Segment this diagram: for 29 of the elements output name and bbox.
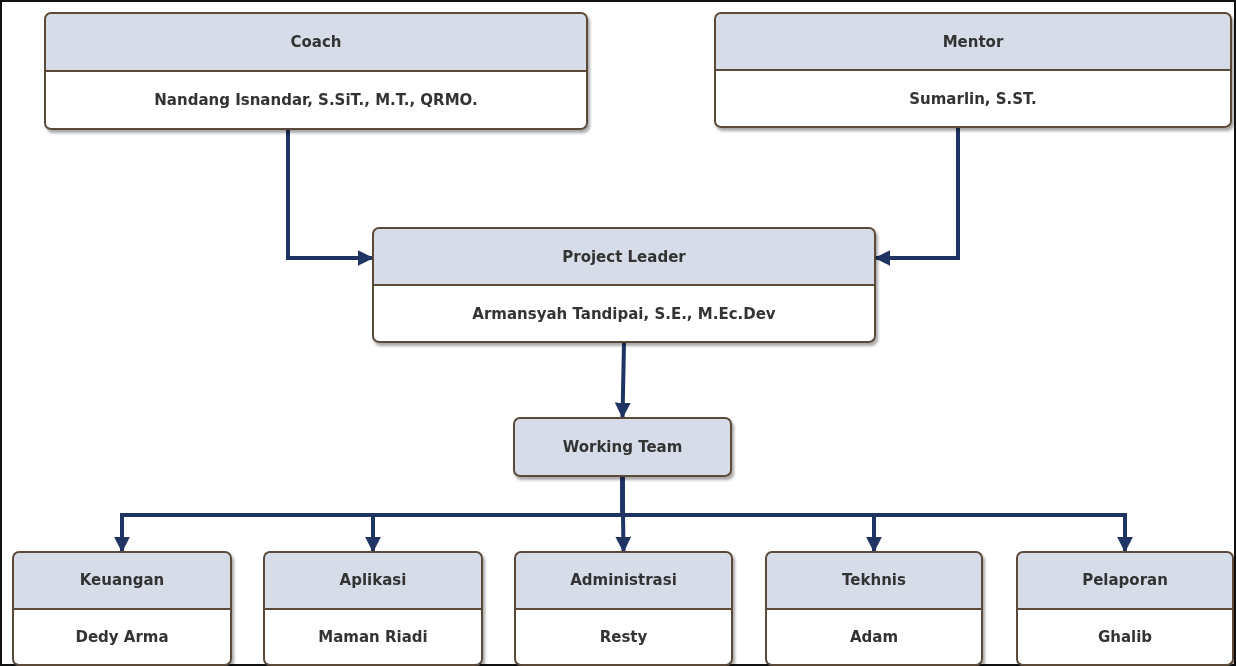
person-name: Nandang Isnandar, S.SiT., M.T., QRMO. (44, 72, 588, 130)
org-card (1016, 551, 1234, 666)
person-name: Adam (765, 609, 983, 666)
role-title: Tekhnis (765, 551, 983, 610)
org-card (372, 227, 876, 343)
org-card (44, 12, 588, 130)
role-title: Keuangan (12, 551, 232, 610)
connector-arrow (620, 477, 1133, 553)
connector-arrow (874, 128, 960, 266)
org-card (12, 551, 232, 666)
person-name: Ghalib (1016, 609, 1234, 666)
org-card (765, 551, 983, 666)
person-name: Resty (514, 609, 733, 666)
role-title: Coach (44, 12, 588, 72)
role-title: Aplikasi (263, 551, 483, 610)
connector-arrow (614, 342, 631, 419)
person-name: Maman Riadi (263, 609, 483, 666)
org-card (514, 551, 733, 666)
person-name: Sumarlin, S.ST. (714, 71, 1232, 128)
person-name: Dedy Arma (12, 609, 232, 666)
org-card (714, 12, 1232, 128)
role-title: Administrasi (514, 551, 733, 610)
connector-arrow (286, 130, 374, 266)
role-title: Mentor (714, 12, 1232, 71)
org-card (263, 551, 483, 666)
role-title: Working Team (513, 417, 732, 477)
role-title: Pelaporan (1016, 551, 1234, 610)
role-title: Project Leader (372, 227, 876, 286)
person-name: Armansyah Tandipai, S.E., M.Ec.Dev (372, 286, 876, 343)
